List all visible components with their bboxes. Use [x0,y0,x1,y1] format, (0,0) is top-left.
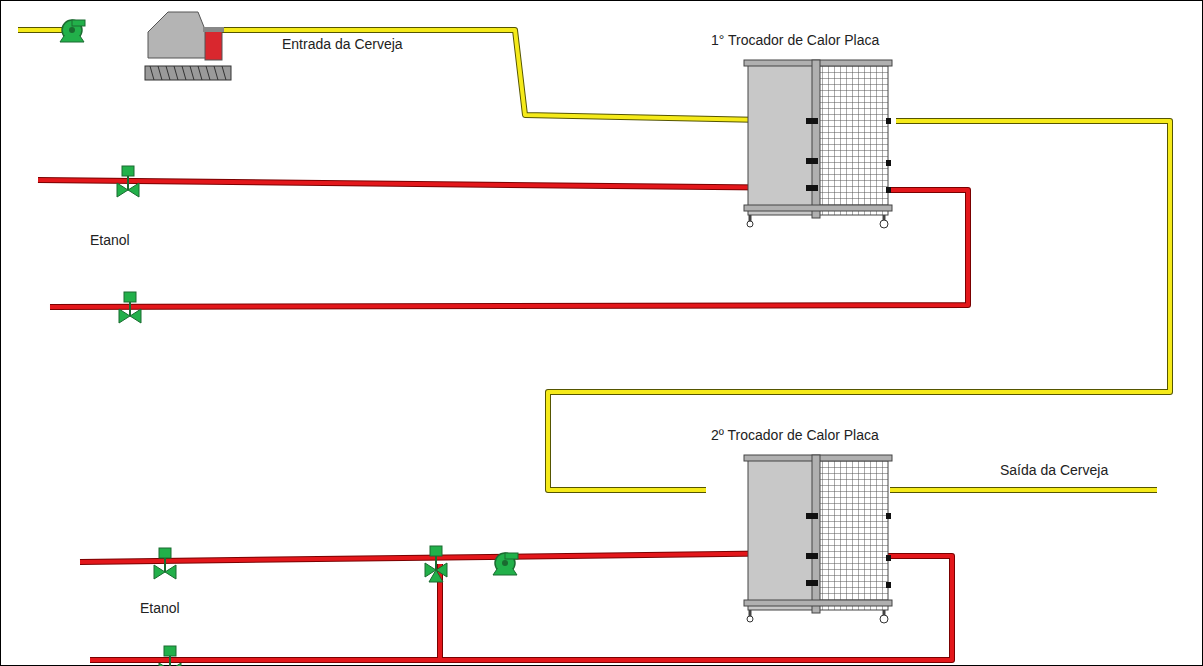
stream-label: Saída da Cerveja [1000,462,1108,479]
fluid-label: Etanol [90,232,130,249]
equipment-title: 2º Trocador de Calor Placa [706,427,896,444]
fluid-label: Etanol [140,600,180,617]
stream-label: Entrada da Cerveja [282,36,403,53]
equipment-title: 1° Trocador de Calor Placa [706,32,896,49]
heat-exchanger: 2º Trocador de Calor Placa [706,427,896,607]
heat-exchanger: 1° Trocador de Calor Placa [706,32,896,228]
